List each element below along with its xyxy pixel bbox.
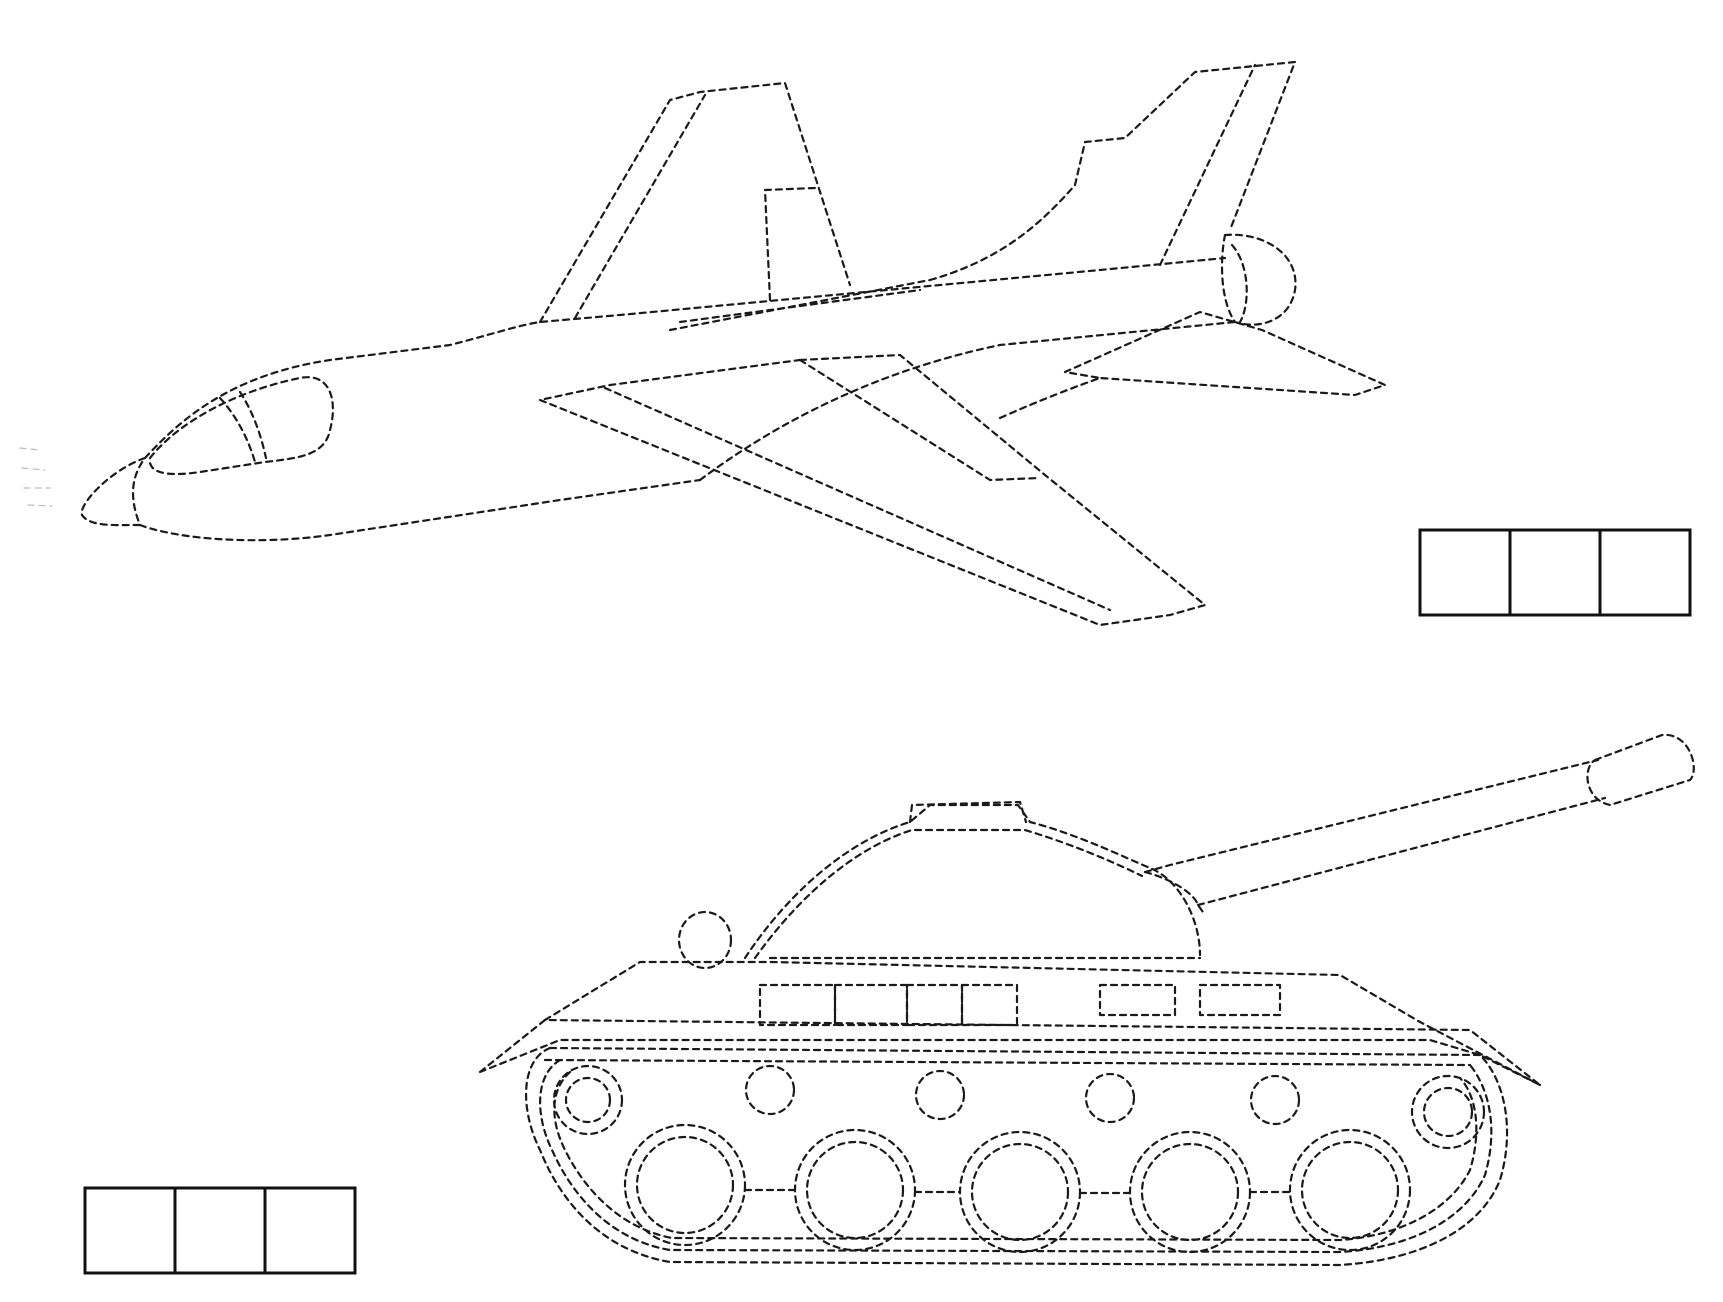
tank-drive-sprocket — [1410, 1074, 1486, 1150]
airplane-spine-2 — [678, 288, 922, 324]
tank-hull-box-1 — [758, 983, 837, 1027]
airplane-exhaust — [1220, 233, 1297, 326]
airplane-upper-wing — [538, 81, 852, 324]
airplane-lower-wing-root — [798, 358, 1042, 482]
tank-return-roller-1 — [744, 1064, 796, 1116]
airplane-tail-fin-inner — [1158, 63, 1257, 267]
tank-muzzle — [1586, 733, 1695, 807]
airplane-exhaust-ring — [1230, 243, 1248, 324]
tank-idler-wheel — [552, 1064, 624, 1136]
tank-gun-barrel — [1143, 758, 1607, 907]
tank-answer-box[interactable] — [83, 1186, 357, 1275]
tank-road-wheel-4 — [1128, 1130, 1252, 1254]
tank-return-roller-3 — [1084, 1072, 1136, 1124]
tank-road-wheel-1 — [623, 1123, 747, 1247]
tank-answer-cell-1[interactable] — [83, 1186, 177, 1275]
tank-answer-cell-2[interactable] — [173, 1186, 267, 1275]
tank-turret — [743, 803, 1202, 960]
tank-wheel-links — [743, 1188, 1292, 1195]
tank-road-wheel-5 — [1288, 1128, 1412, 1252]
airplane-nose — [80, 456, 147, 527]
tank-track-outer-2 — [539, 1058, 1493, 1254]
tank-hull-side — [478, 1018, 1542, 1087]
airplane-canopy-frame-inner — [238, 390, 268, 460]
tank-track-outer-3 — [553, 1070, 1478, 1242]
tank-hull-box-3 — [905, 983, 964, 1027]
airplane-wing-fence — [763, 186, 817, 302]
airplane-answer-cell-2[interactable] — [1508, 528, 1602, 617]
airplane-lower-wing-inner — [603, 386, 1112, 612]
airplane-canopy-frame — [218, 396, 257, 464]
airplane-upper-wing-inner — [573, 93, 707, 320]
tank-cupola — [677, 910, 733, 970]
tank-road-wheel-2-inner — [805, 1140, 905, 1240]
airplane-stabilizer — [998, 310, 1387, 420]
airplane-fuselage-top — [143, 256, 1227, 460]
tank-road-wheel-3-inner — [970, 1142, 1070, 1242]
airplane-canopy — [148, 376, 334, 476]
tank-drive-sprocket-inner — [1422, 1086, 1474, 1138]
airplane-answer-box[interactable] — [1418, 528, 1692, 617]
tank-idler-wheel-inner — [564, 1076, 612, 1124]
airplane-motion-marks — [19, 447, 53, 507]
tank-hull-deck — [543, 960, 1542, 1087]
airplane-figure — [19, 60, 1387, 627]
tank-road-wheel-4-inner — [1140, 1142, 1240, 1242]
tank-hatch — [908, 800, 1028, 824]
tank-track-top — [543, 1046, 1482, 1067]
airplane-answer-cell-1[interactable] — [1418, 528, 1512, 617]
tank-track-outer — [525, 1046, 1509, 1267]
airplane-lower-wing — [538, 353, 1207, 627]
tank-road-wheel-3 — [958, 1130, 1082, 1254]
tank-gun-mantlet — [1143, 870, 1207, 917]
tank-road-wheels — [623, 1123, 1412, 1254]
tank-turret-inner — [753, 828, 1144, 960]
airplane-answer-cell-3[interactable] — [1598, 528, 1692, 617]
tank-answer-cell-3[interactable] — [263, 1186, 357, 1275]
tank-figure — [478, 733, 1695, 1267]
tank-road-wheel-5-inner — [1300, 1140, 1400, 1240]
airplane-fuselage-rear — [698, 320, 1237, 482]
tank-return-roller-4 — [1249, 1074, 1301, 1126]
airplane-fuselage-bottom — [138, 478, 702, 542]
tank-return-roller-2 — [914, 1069, 966, 1121]
tank-hull-box-2 — [833, 983, 909, 1027]
tank-road-wheel-2 — [793, 1128, 917, 1252]
airplane-tail-fin — [928, 60, 1297, 282]
tank-road-wheel-1-inner — [635, 1135, 735, 1235]
tank-hull-box-5 — [1098, 983, 1177, 1017]
tank-hull-box-6 — [1198, 983, 1282, 1017]
tank-hull-box-4 — [960, 983, 1019, 1027]
